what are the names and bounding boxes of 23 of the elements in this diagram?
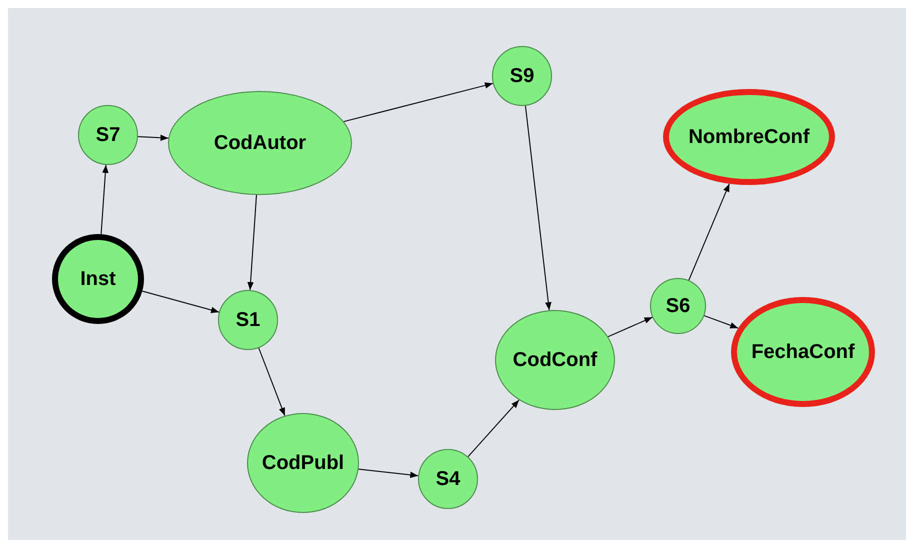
arrow	[358, 468, 419, 478]
arrow	[247, 194, 257, 291]
arrow	[258, 348, 286, 416]
arrow	[608, 316, 653, 338]
arrow	[468, 400, 520, 458]
node-label: CodConf	[512, 348, 598, 372]
arrow	[142, 290, 220, 314]
node-label: S9	[510, 64, 534, 88]
arrow	[524, 105, 552, 311]
node-label: S1	[236, 308, 260, 332]
arrow	[100, 164, 109, 235]
node-label: CodPubl	[262, 452, 344, 474]
node-label: FechaConf	[751, 340, 855, 364]
node-label: S7	[96, 124, 120, 146]
node-label: S6	[666, 294, 690, 318]
arrow	[343, 82, 494, 122]
node-label: NombreConf	[688, 126, 810, 148]
arrow	[688, 183, 730, 281]
node-label: CodAutor	[214, 132, 306, 154]
arrow	[137, 134, 169, 141]
node-label: S4	[436, 468, 460, 490]
arrow	[704, 315, 739, 329]
node-label: Inst	[80, 268, 116, 290]
